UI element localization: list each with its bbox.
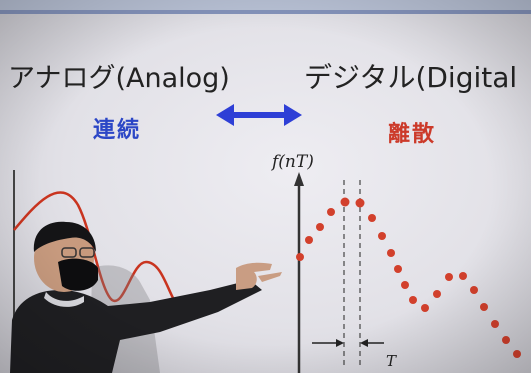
digital-axis-label: f(nT) bbox=[272, 152, 314, 172]
presenter bbox=[10, 221, 282, 373]
period-label: T bbox=[386, 352, 397, 370]
analog-heading: アナログ(Analog) bbox=[8, 63, 230, 94]
digital-heading: デジタル(Digital bbox=[304, 61, 518, 94]
analog-signal-curve bbox=[13, 191, 176, 303]
double-arrow-icon bbox=[216, 104, 302, 126]
analog-subtitle: 連続 bbox=[93, 118, 142, 143]
slide-top-bar bbox=[0, 0, 531, 14]
digital-graph bbox=[294, 172, 521, 373]
digital-samples bbox=[296, 197, 521, 358]
digital-subtitle: 離散 bbox=[388, 122, 437, 147]
